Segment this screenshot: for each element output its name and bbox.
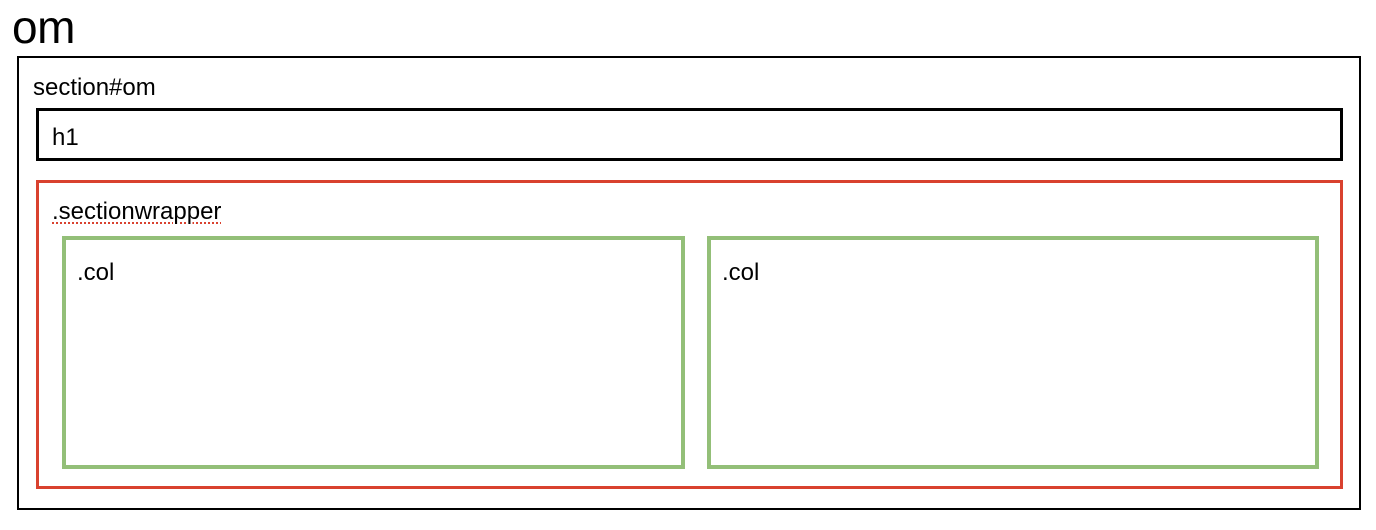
sectionwrapper-label: .sectionwrapper [52,198,222,225]
h1-label: h1 [52,124,79,151]
col-box-1: .col [62,236,685,469]
section-label: section#om [33,74,156,101]
sectionwrapper-box: .sectionwrapper .col .col [36,180,1343,489]
col-label-1: .col [77,259,115,286]
page-title: om [12,1,75,53]
h1-box: h1 [36,108,1343,161]
col-box-2: .col [707,236,1319,469]
section-box: section#om h1 .sectionwrapper .col .col [17,56,1361,510]
col-label-2: .col [722,259,760,286]
